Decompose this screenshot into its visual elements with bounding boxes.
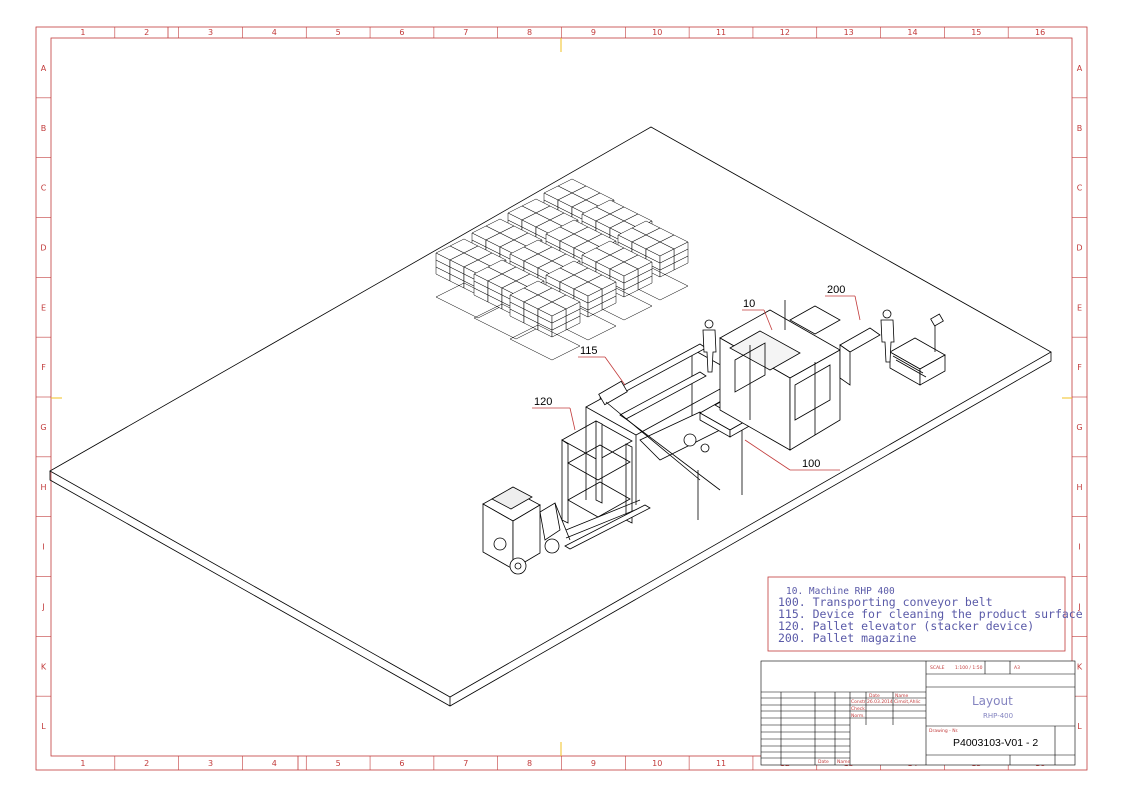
column-label: 1 (80, 759, 85, 768)
title-block-date-header: Date (869, 693, 880, 699)
row-label: D (1076, 243, 1082, 252)
product-pallet-stacks (435, 178, 689, 361)
row-label: G (1076, 423, 1082, 432)
row-label: K (1077, 662, 1083, 671)
row-label: C (41, 184, 47, 193)
column-label: 12 (780, 28, 790, 37)
title-block-constr-name: Cimsit,Ahlic (894, 699, 921, 705)
column-label: 10 (652, 759, 662, 768)
title-block (760, 660, 1076, 766)
column-label: 14 (907, 28, 917, 37)
column-label: 16 (1035, 28, 1045, 37)
title-block-constr-date: 26.03.2014 (867, 699, 893, 705)
row-label: I (42, 543, 44, 552)
callout-label-10: 10 (743, 298, 755, 310)
column-label: 8 (527, 759, 532, 768)
column-label: 9 (591, 28, 596, 37)
column-label: 7 (463, 28, 468, 37)
centre-marks (51, 38, 1072, 756)
title-block-scale-value: 1:100 / 1:50 (955, 665, 983, 671)
row-label: H (1076, 483, 1082, 492)
column-label: 3 (208, 759, 213, 768)
row-label: K (41, 662, 47, 671)
frame-grid-ticks (36, 27, 1087, 770)
column-label: 15 (971, 28, 981, 37)
pallet-stack (545, 260, 617, 341)
legend-box (767, 576, 1066, 652)
legend-item-10: 10. Machine RHP 400 (786, 586, 895, 597)
operator-figure-right (880, 309, 895, 363)
row-labels-left: A B C D E F G H I J K L (40, 64, 46, 731)
title-block-title: Layout (972, 694, 1013, 708)
row-label: E (1077, 303, 1082, 312)
row-label: F (1077, 363, 1082, 372)
title-block-drawing-no: P4003103-V01 - 2 (953, 737, 1038, 749)
row-label: B (41, 124, 47, 133)
row-label: D (40, 243, 46, 252)
title-block-norm-label: Norm. (851, 713, 865, 719)
legend-item-100: 100. Transporting conveyor belt (778, 595, 993, 609)
column-label: 3 (208, 28, 213, 37)
callout-label-200: 200 (827, 284, 845, 296)
title-block-subtitle: RHP-400 (983, 712, 1013, 720)
row-label: B (1077, 124, 1083, 133)
row-label: L (1077, 722, 1082, 731)
title-block-name-header: Name (895, 693, 909, 699)
column-label: 9 (591, 759, 596, 768)
column-label: 1 (80, 28, 85, 37)
callout-leaders (532, 295, 861, 471)
title-block-size: A3 (1014, 665, 1020, 671)
column-label: 11 (716, 759, 726, 768)
legend-item-115: 115. Device for cleaning the product sur… (778, 607, 1083, 621)
column-label: 4 (272, 759, 277, 768)
row-label: F (41, 363, 46, 372)
callout-label-115: 115 (580, 345, 598, 357)
pallet-magazine-200 (889, 313, 946, 386)
row-label: A (41, 64, 47, 73)
legend-item-120: 120. Pallet elevator (stacker device) (778, 619, 1034, 633)
row-label: E (41, 303, 46, 312)
row-labels-right: A B C D E F G H I J K L (1076, 64, 1082, 731)
legend-item-200: 200. Pallet magazine (778, 631, 917, 645)
row-label: J (41, 602, 44, 611)
column-label: 8 (527, 28, 532, 37)
title-block-drawing-no-label: Drawing - Nr. (929, 728, 958, 734)
title-block-bottom-name: Name (837, 759, 851, 765)
row-label: C (1077, 184, 1083, 193)
column-label: 13 (844, 28, 854, 37)
column-label: 2 (144, 28, 149, 37)
operator-figure-left (702, 319, 717, 373)
floor-plate (49, 126, 1052, 707)
callout-label-100: 100 (802, 458, 820, 470)
column-label: 2 (144, 759, 149, 768)
title-block-constr-label: Constr. (851, 699, 867, 705)
title-block-scale-label: SCALE (930, 665, 945, 671)
row-label: A (1077, 64, 1083, 73)
column-label: 4 (272, 28, 277, 37)
pallet-stack (509, 280, 581, 361)
column-label: 6 (399, 759, 404, 768)
row-label: H (40, 483, 46, 492)
title-block-bottom-date: Date (818, 759, 829, 765)
row-label: J (1077, 602, 1080, 611)
column-label: 5 (336, 28, 341, 37)
title-block-check-label: Check. (851, 706, 866, 712)
column-label: 11 (716, 28, 726, 37)
pallet-elevator-120 (561, 420, 651, 550)
column-label: 5 (336, 759, 341, 768)
machine-rhp400-10 (719, 300, 881, 451)
callout-label-120: 120 (534, 396, 552, 408)
row-label: G (40, 423, 46, 432)
row-label: I (1078, 543, 1080, 552)
column-label: 10 (652, 28, 662, 37)
row-label: L (41, 722, 46, 731)
column-label: 7 (463, 759, 468, 768)
forklift (482, 486, 571, 575)
column-label: 6 (399, 28, 404, 37)
